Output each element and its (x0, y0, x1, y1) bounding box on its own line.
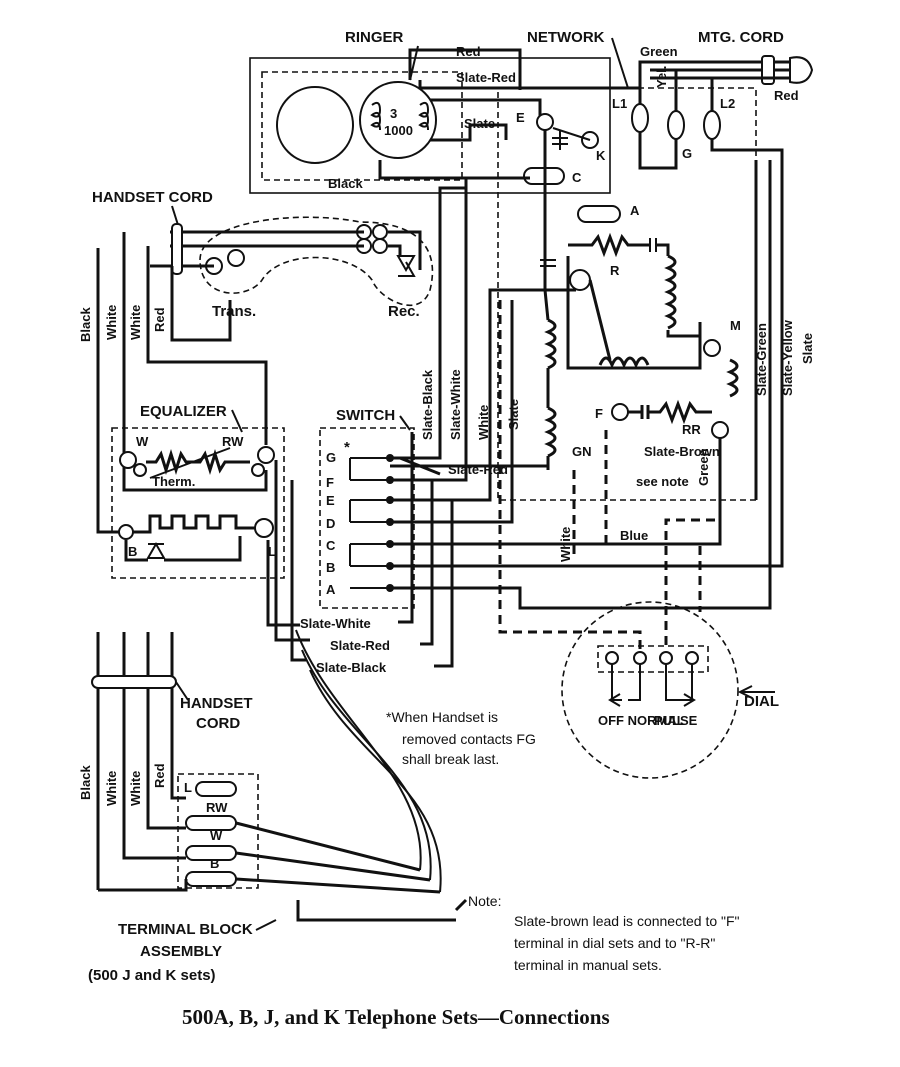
switch-e-label: E (326, 493, 335, 508)
ringer-label: RINGER (345, 29, 404, 46)
wire-label-white-left: White (104, 305, 119, 340)
handset-cord-bottom: HANDSET CORD Black White White Red (78, 632, 253, 890)
dial: OFF NORMAL PULSE DIAL (561, 601, 779, 779)
ringer-coil-label-2: 1000 (384, 123, 413, 138)
equalizer-w-label: W (136, 434, 149, 449)
wire-label-green: Green (640, 44, 678, 59)
page-title: 500A, B, J, and K Telephone Sets—Connect… (182, 1005, 610, 1029)
equalizer-l-label: L (268, 544, 276, 559)
equalizer-b-label: B (128, 544, 137, 559)
terminal-f-label: F (595, 406, 603, 421)
receiver-label: Rec. (388, 303, 420, 320)
terminal-a-label: A (630, 203, 640, 218)
wire-label-red-2: Red (774, 88, 799, 103)
switch-a-label: A (326, 582, 336, 597)
wire-label-slate-mid: Slate (506, 399, 521, 430)
wire-label-red-bottom: Red (152, 763, 167, 788)
switch-label: SWITCH (336, 407, 395, 424)
note-line-3: terminal in manual sets. (514, 957, 662, 973)
switch-note-line-3: shall break last. (402, 751, 499, 767)
wire-label-white-left-2: White (128, 305, 143, 340)
wire-label-black-bottom: Black (78, 765, 93, 800)
terminal-gn-label: GN (572, 444, 592, 459)
dial-pulse-label: PULSE (654, 713, 698, 728)
wire-label-black: Black (328, 176, 363, 191)
terminal-block-label-1: TERMINAL BLOCK (118, 921, 253, 938)
wire-label-slate-red-mid: Slate-Red (448, 462, 508, 477)
terminal-l2-label: L2 (720, 96, 735, 111)
wire-label-slate-black: Slate-Black (420, 369, 435, 440)
switch-c-label: C (326, 538, 336, 553)
wire-label-slate-white-low: Slate-White (300, 616, 371, 631)
terminal-block-label-3: (500 J and K sets) (88, 967, 216, 984)
wire-label-slate-red-low: Slate-Red (330, 638, 390, 653)
note-line-1: Slate-brown lead is connected to "F" (514, 913, 740, 929)
network-internals (540, 130, 739, 470)
wire-label-red: Red (456, 44, 481, 59)
wire-label-slate-red: Slate-Red (456, 70, 516, 85)
dial-off-normal-label-1: OFF NORMAL (598, 713, 685, 728)
wire-label-blue: Blue (620, 528, 648, 543)
network-terminals: E K C A R M F RR GN (516, 110, 741, 459)
equalizer-label: EQUALIZER (140, 403, 227, 420)
ringer-assembly: 3 1000 (249, 57, 611, 194)
terminal-block: L RW W B (98, 773, 468, 922)
wire-label-white-bottom: White (104, 771, 119, 806)
note-line-2: terminal in dial sets and to "R-R" (514, 935, 715, 951)
wire-label-black-left: Black (78, 307, 93, 342)
handset-cord-bottom-label-1: HANDSET (180, 695, 253, 712)
terminal-g-label: G (682, 146, 692, 161)
switch-b-label: B (326, 560, 335, 575)
mtg-cord-label: MTG. CORD (698, 29, 784, 46)
wire-label-slate-green: Slate-Green (754, 323, 769, 396)
terminal-rr-label: RR (682, 422, 701, 437)
wire-label-slate-brown-1: Slate-Brown (644, 444, 720, 459)
wire-label-slate-right: Slate (800, 333, 815, 364)
wire-label-slate: Slate (464, 116, 495, 131)
transmitter-label: Trans. (212, 303, 256, 320)
wire-label-red-left: Red (152, 307, 167, 332)
network-label: NETWORK (527, 29, 605, 46)
wire-label-see-note: see note (636, 474, 689, 489)
terminal-e-label: E (516, 110, 525, 125)
terminal-block-l-label: L (184, 780, 192, 795)
switch-star: * (344, 439, 350, 456)
terminal-block-w-label: W (210, 828, 223, 843)
terminal-block-label-2: ASSEMBLY (140, 943, 222, 960)
switch-f-label: F (326, 475, 334, 490)
wire-label-white-dial: White (558, 527, 573, 562)
equalizer-rw-label: RW (222, 434, 244, 449)
wire-label-white-bottom-2: White (128, 771, 143, 806)
switch-d-label: D (326, 516, 335, 531)
terminal-m-label: M (730, 318, 741, 333)
handset-cord-label: HANDSET CORD (92, 189, 213, 206)
switch-note-line-2: removed contacts FG (402, 731, 536, 747)
ringer-coil-label: 3 (390, 106, 397, 121)
note-heading: Note: (468, 893, 501, 909)
terminal-block-b-label: B (210, 856, 219, 871)
therm-label: Therm. (152, 474, 195, 489)
equalizer: W RW Therm. B L (111, 427, 285, 579)
wire-label-white-mid: White (476, 405, 491, 440)
wire-label-slate-yellow: Slate-Yellow (780, 319, 795, 396)
wire-label-green-right: Green (696, 448, 711, 486)
switch-note-line-1: *When Handset is (386, 709, 498, 725)
terminal-r-label: R (610, 263, 620, 278)
switch-g-label: G (326, 450, 336, 465)
terminal-k-label: K (596, 148, 606, 163)
terminal-l1-label: L1 (612, 96, 627, 111)
dial-label: DIAL (744, 693, 779, 710)
terminal-block-rw-label: RW (206, 800, 228, 815)
terminal-c-label: C (572, 170, 582, 185)
line-terminals: L1 G L2 (612, 60, 790, 170)
handset: Trans. Rec. (150, 216, 434, 320)
handset-cord-bottom-label-2: CORD (196, 715, 240, 732)
wire-label-slate-black-low: Slate-Black (316, 660, 387, 675)
switch: G F E D C B A * (319, 427, 415, 609)
wire-label-slate-white: Slate-White (448, 369, 463, 440)
